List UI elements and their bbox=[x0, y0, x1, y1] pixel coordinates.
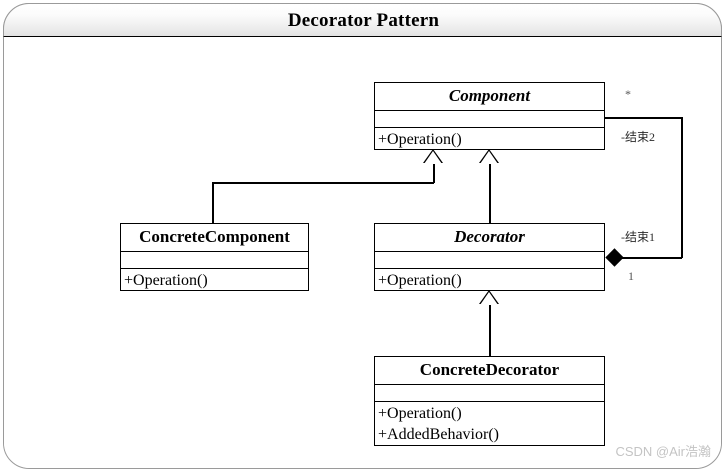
watermark-text: CSDN @Air浩瀚 bbox=[615, 444, 711, 459]
operation-item: +Operation() bbox=[378, 405, 462, 422]
operation-item: +Operation() bbox=[378, 272, 462, 289]
class-attributes-component bbox=[375, 111, 604, 128]
operation-item: +Operation() bbox=[378, 131, 462, 148]
class-attributes-concrete-decorator bbox=[375, 385, 604, 402]
composition-end1-multiplicity: 1 bbox=[628, 269, 634, 283]
generalization-arrowhead-decorator bbox=[479, 149, 499, 164]
composition-top-segment bbox=[605, 117, 682, 119]
diagram-title-bar: Decorator Pattern bbox=[3, 3, 722, 37]
class-box-concrete-component[interactable]: ConcreteComponent +Operation() bbox=[120, 223, 309, 291]
class-name-concrete-decorator: ConcreteDecorator bbox=[375, 357, 604, 385]
generalization-concrete-component-vertical bbox=[212, 182, 214, 226]
class-box-decorator[interactable]: Decorator +Operation() bbox=[374, 223, 605, 291]
generalization-arrowhead-concrete-decorator bbox=[479, 290, 499, 305]
class-operations-decorator: +Operation() bbox=[375, 269, 604, 293]
generalization-concrete-decorator-vertical bbox=[489, 304, 491, 357]
generalization-arrowhead-concrete-component bbox=[423, 149, 443, 164]
class-name-decorator: Decorator bbox=[375, 224, 604, 252]
composition-end1-label: -结束1 bbox=[621, 230, 655, 244]
class-box-concrete-decorator[interactable]: ConcreteDecorator +Operation() +AddedBeh… bbox=[374, 356, 605, 446]
generalization-decorator-vertical bbox=[489, 163, 491, 225]
composition-end2-label: -结束2 bbox=[621, 130, 655, 144]
composition-end2-multiplicity: * bbox=[625, 87, 631, 101]
composition-right-segment bbox=[681, 117, 683, 258]
class-box-component[interactable]: Component +Operation() bbox=[374, 82, 605, 150]
generalization-concrete-component-riser bbox=[433, 163, 435, 183]
class-operations-concrete-decorator: +Operation() +AddedBehavior() bbox=[375, 402, 604, 447]
class-attributes-decorator bbox=[375, 252, 604, 269]
diagram-title: Decorator Pattern bbox=[287, 10, 440, 31]
operation-item: +Operation() bbox=[124, 272, 208, 289]
class-operations-concrete-component: +Operation() bbox=[121, 269, 308, 293]
class-name-component: Component bbox=[375, 83, 604, 111]
diagram-canvas: Component +Operation() ConcreteComponent… bbox=[4, 37, 721, 468]
class-name-concrete-component: ConcreteComponent bbox=[121, 224, 308, 252]
composition-diamond bbox=[605, 248, 624, 267]
composition-bottom-segment bbox=[615, 257, 682, 259]
operation-item: +AddedBehavior() bbox=[378, 426, 499, 443]
class-attributes-concrete-component bbox=[121, 252, 308, 269]
generalization-concrete-component-horizontal bbox=[212, 182, 434, 184]
class-operations-component: +Operation() bbox=[375, 128, 604, 152]
